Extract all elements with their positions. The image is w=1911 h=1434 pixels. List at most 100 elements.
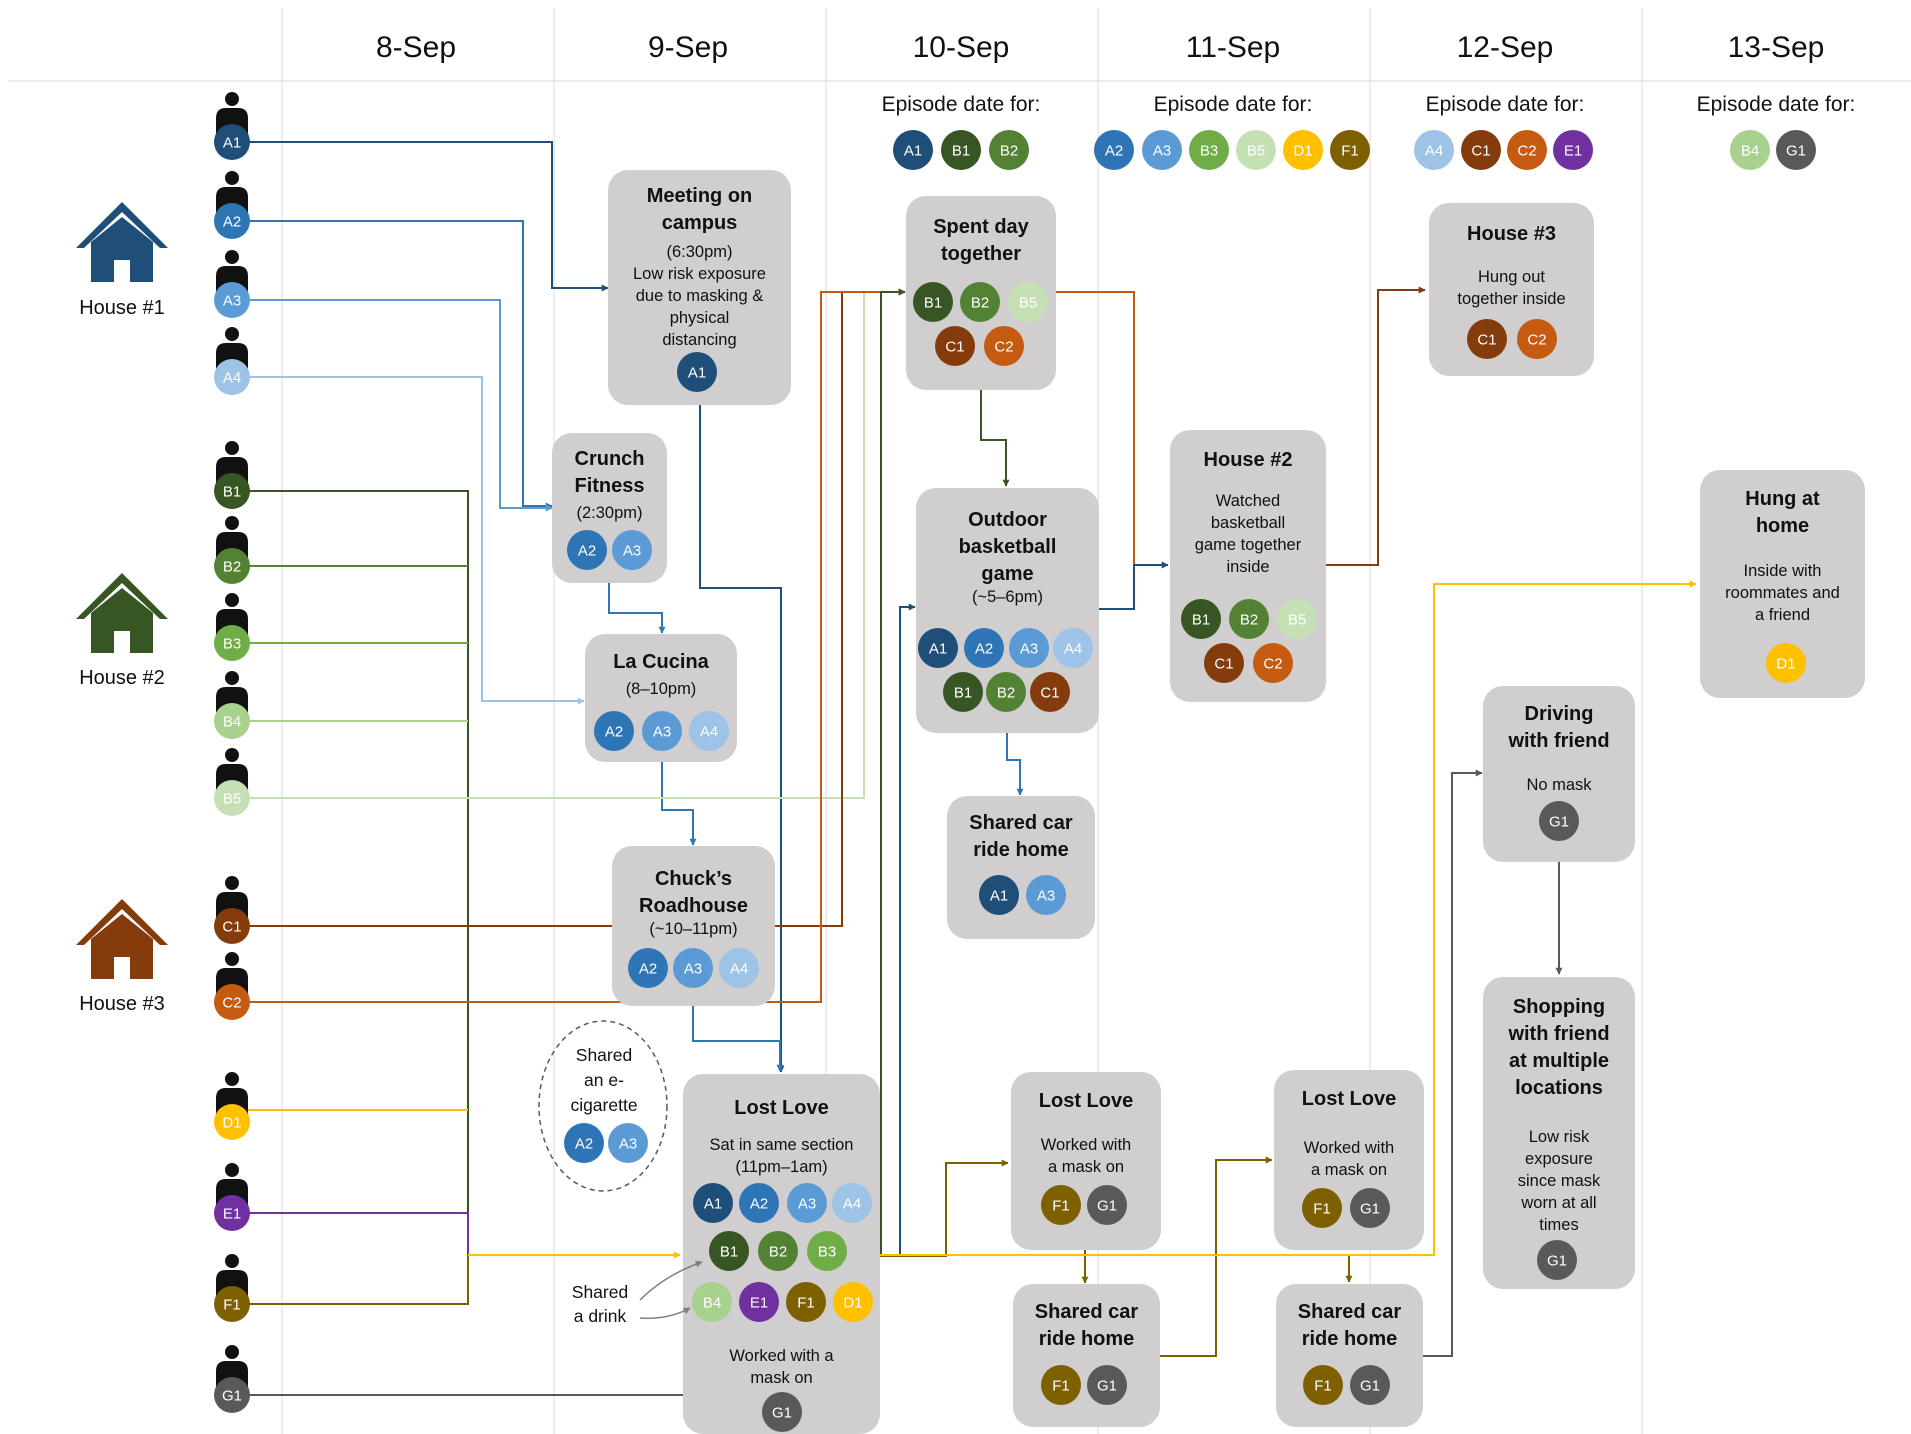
badge-label: E1 bbox=[223, 1206, 241, 1223]
badge-circle bbox=[608, 1123, 648, 1163]
event-title: ride home bbox=[973, 839, 1069, 861]
person-a2: A2 bbox=[214, 171, 250, 239]
person-badge-a3: A3 bbox=[612, 530, 652, 570]
badge-label: B2 bbox=[971, 295, 989, 312]
person-head bbox=[225, 748, 239, 762]
house-body bbox=[91, 217, 153, 282]
event-title: Shared car bbox=[1298, 1301, 1402, 1323]
badge-label: A4 bbox=[700, 724, 718, 741]
person-badge-g1: G1 bbox=[1776, 130, 1816, 170]
badge-circle bbox=[214, 282, 250, 318]
badge-label: B2 bbox=[769, 1244, 787, 1261]
person-badge-f1: F1 bbox=[214, 1286, 250, 1322]
badge-label: A2 bbox=[223, 214, 241, 231]
badge-circle bbox=[1189, 130, 1229, 170]
badge-label: B5 bbox=[1247, 143, 1265, 160]
event-detail: roommates and bbox=[1725, 584, 1840, 602]
person-c1: C1 bbox=[214, 876, 250, 944]
person-badge-a3: A3 bbox=[214, 282, 250, 318]
badge-label: C1 bbox=[1471, 143, 1490, 160]
event-detail: together inside bbox=[1457, 290, 1565, 308]
person-badge-c1: C1 bbox=[1030, 672, 1070, 712]
event-title: Lost Love bbox=[1302, 1088, 1396, 1110]
person-badge-f1: F1 bbox=[1041, 1365, 1081, 1405]
badge-label: B4 bbox=[1741, 143, 1759, 160]
person-badge-f1: F1 bbox=[1302, 1188, 1342, 1228]
house-label: House #1 bbox=[79, 297, 165, 319]
badge-circle bbox=[943, 672, 983, 712]
badge-label: D1 bbox=[1776, 656, 1795, 673]
event-detail: times bbox=[1539, 1216, 1578, 1234]
drink-text: Shared bbox=[572, 1282, 628, 1302]
person-badge-b4: B4 bbox=[692, 1282, 732, 1322]
person-badge-b1: B1 bbox=[943, 672, 983, 712]
badge-label: F1 bbox=[1052, 1378, 1070, 1395]
badge-circle bbox=[1030, 672, 1070, 712]
badge-circle bbox=[214, 124, 250, 160]
house-icon-3: House #3 bbox=[76, 899, 168, 1015]
badge-circle bbox=[758, 1231, 798, 1271]
badge-circle bbox=[709, 1231, 749, 1271]
badge-circle bbox=[1253, 643, 1293, 683]
person-badge-b1: B1 bbox=[214, 473, 250, 509]
badge-label: A3 bbox=[1020, 641, 1038, 658]
badge-circle bbox=[1553, 130, 1593, 170]
badge-circle bbox=[807, 1231, 847, 1271]
person-badge-a3: A3 bbox=[1009, 628, 1049, 668]
person-badge-b5: B5 bbox=[1008, 282, 1048, 322]
event-title: locations bbox=[1515, 1077, 1603, 1099]
event-detail: Worked with bbox=[1041, 1136, 1131, 1154]
badge-circle bbox=[1350, 1188, 1390, 1228]
connector-meeting-lostlove bbox=[699, 405, 785, 1073]
badge-circle bbox=[214, 625, 250, 661]
person-b1: B1 bbox=[214, 441, 250, 509]
person-head bbox=[225, 1163, 239, 1177]
person-badge-d1: D1 bbox=[833, 1282, 873, 1322]
event-detail: exposure bbox=[1525, 1150, 1593, 1168]
event-detail: Sat in same section bbox=[710, 1136, 854, 1154]
badge-circle bbox=[214, 1286, 250, 1322]
badge-label: B3 bbox=[223, 636, 241, 653]
badge-circle bbox=[214, 703, 250, 739]
day-grid bbox=[8, 8, 1911, 1434]
person-badge-a2: A2 bbox=[628, 948, 668, 988]
day-header-11-sep: 11-Sep bbox=[1186, 31, 1281, 64]
event-title: Shared car bbox=[1035, 1301, 1139, 1323]
badge-label: C1 bbox=[945, 339, 964, 356]
badge-circle bbox=[594, 711, 634, 751]
badge-circle bbox=[567, 530, 607, 570]
person-badge-c1: C1 bbox=[1204, 643, 1244, 683]
badge-circle bbox=[214, 1104, 250, 1140]
badge-circle bbox=[786, 1282, 826, 1322]
person-badge-g1: G1 bbox=[1350, 1188, 1390, 1228]
person-badge-c1: C1 bbox=[935, 326, 975, 366]
badge-circle bbox=[1507, 130, 1547, 170]
ecig-text: Shared bbox=[576, 1045, 632, 1065]
event-detail: game together bbox=[1195, 536, 1302, 554]
badge-circle bbox=[960, 282, 1000, 322]
person-head bbox=[225, 441, 239, 455]
badge-label: C2 bbox=[994, 339, 1013, 356]
badge-circle bbox=[979, 875, 1019, 915]
badge-label: A1 bbox=[704, 1196, 722, 1213]
ecig-text: an e- bbox=[584, 1070, 624, 1090]
person-badge-e1: E1 bbox=[739, 1282, 779, 1322]
event-title: home bbox=[1756, 515, 1809, 537]
person-g1: G1 bbox=[214, 1345, 250, 1413]
person-a3: A3 bbox=[214, 250, 250, 318]
person-head bbox=[225, 1072, 239, 1086]
badge-circle bbox=[1229, 599, 1269, 639]
episode-label: Episode date for: bbox=[1697, 93, 1856, 116]
person-badge-d1: D1 bbox=[214, 1104, 250, 1140]
badge-circle bbox=[1181, 599, 1221, 639]
person-head bbox=[225, 327, 239, 341]
badge-label: F1 bbox=[1314, 1378, 1332, 1395]
event-detail: distancing bbox=[662, 331, 736, 349]
person-badge-a1: A1 bbox=[979, 875, 1019, 915]
badge-label: A2 bbox=[605, 724, 623, 741]
person-badge-a3: A3 bbox=[1142, 130, 1182, 170]
